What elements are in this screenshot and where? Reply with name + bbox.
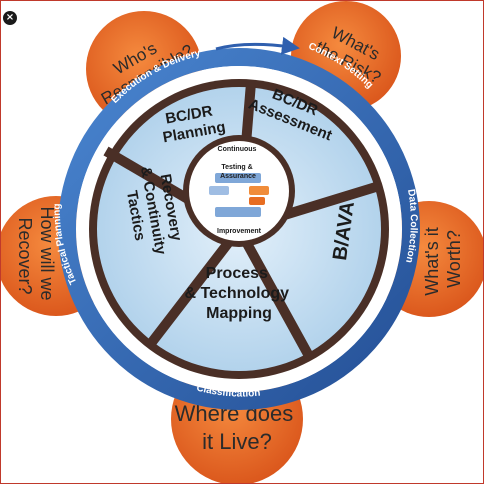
center-label-improvement: Improvement xyxy=(217,228,262,235)
segment-process-line2: & Technology xyxy=(184,285,289,302)
svg-text:Where does it Live?: Where does it Live? xyxy=(175,401,300,454)
center-block-left xyxy=(209,186,229,195)
close-button[interactable]: × xyxy=(3,11,17,25)
center-hub xyxy=(189,141,289,241)
svg-text:What's it Worth?: What's it Worth? xyxy=(422,222,464,295)
svg-text:How will we Recover?: How will we Recover? xyxy=(15,206,57,305)
center-block-right xyxy=(249,186,269,195)
segment-process-technology: Process & Technology Mapping xyxy=(184,265,293,322)
segment-process-line3: Mapping xyxy=(206,305,272,322)
center-label-continuous: Continuous xyxy=(218,146,257,153)
center-testing-line1: Testing & xyxy=(221,164,252,171)
divider-bottom-left xyxy=(145,225,243,350)
petal-recover-line2: Recover? xyxy=(15,217,35,294)
divider-bottom-right xyxy=(234,226,314,359)
petal-worth-line1: What's it xyxy=(422,227,442,295)
center-label-testing: Testing & Assurance xyxy=(220,164,256,180)
inner-wheel xyxy=(89,79,389,379)
center-block-accent xyxy=(249,197,265,205)
segment-process-line1: Process xyxy=(206,265,268,282)
petal-live-line2: it Live? xyxy=(202,429,272,454)
petal-recover-line1: How will we xyxy=(37,206,57,300)
center-cycle: Continuous Testing & Assurance Improveme… xyxy=(209,146,269,235)
center-block-top xyxy=(215,173,261,183)
petal-worth-line2: Worth? xyxy=(444,230,464,288)
center-block-bottom xyxy=(215,207,261,217)
ring-arrow xyxy=(215,36,300,55)
center-testing-line2: Assurance xyxy=(220,173,256,180)
